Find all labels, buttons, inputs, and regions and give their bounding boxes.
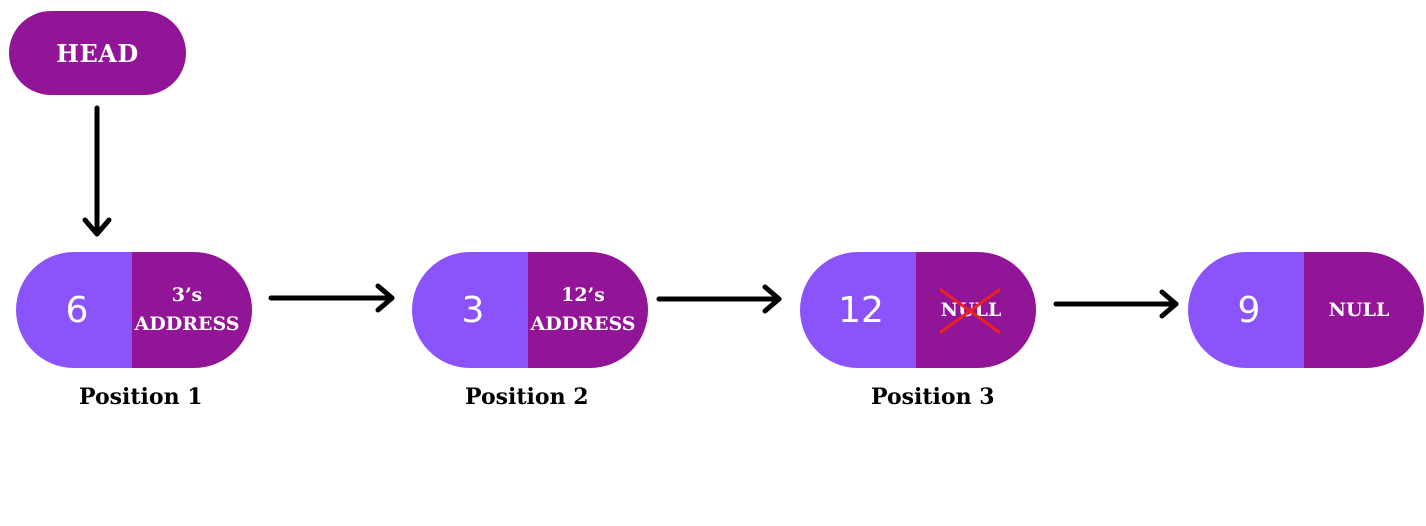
node-pointer-line1: 3’s [171, 284, 203, 306]
link-arrow-1-2 [268, 283, 395, 313]
node-pointer-line2: ADDRESS [134, 313, 240, 335]
node-value: 9 [1237, 289, 1261, 331]
node-pointer-line1: NULL [1328, 298, 1390, 321]
cross-mark-icon [939, 288, 1001, 333]
node-value-cell: 12 [800, 252, 916, 368]
link-arrow-2-3 [656, 284, 782, 314]
list-node-2: 3 12’s ADDRESS [412, 252, 648, 368]
position-label-1: Position 1 [79, 384, 203, 410]
node-pointer-line2: ADDRESS [530, 313, 636, 335]
node-value: 6 [65, 289, 89, 331]
position-label-2: Position 2 [465, 384, 589, 410]
link-arrow-3-4 [1053, 289, 1179, 319]
head-pointer: HEAD [9, 11, 186, 95]
list-node-3: 12 NULL [800, 252, 1036, 368]
node-value: 3 [461, 289, 485, 331]
node-value-cell: 9 [1188, 252, 1304, 368]
node-value: 12 [838, 289, 884, 331]
node-pointer-cell: 12’s ADDRESS [528, 252, 648, 368]
node-pointer-line1: 12’s [561, 284, 605, 306]
node-pointer-cell: NULL [916, 252, 1036, 368]
head-label: HEAD [56, 38, 139, 68]
node-value-cell: 6 [16, 252, 132, 368]
head-arrow [82, 105, 112, 237]
node-value-cell: 3 [412, 252, 528, 368]
position-label-3: Position 3 [871, 384, 995, 410]
node-pointer-cell: 3’s ADDRESS [132, 252, 252, 368]
list-node-1: 6 3’s ADDRESS [16, 252, 252, 368]
struck-null: NULL [939, 288, 1001, 333]
node-pointer-cell: NULL [1304, 252, 1424, 368]
list-node-4: 9 NULL [1188, 252, 1424, 368]
